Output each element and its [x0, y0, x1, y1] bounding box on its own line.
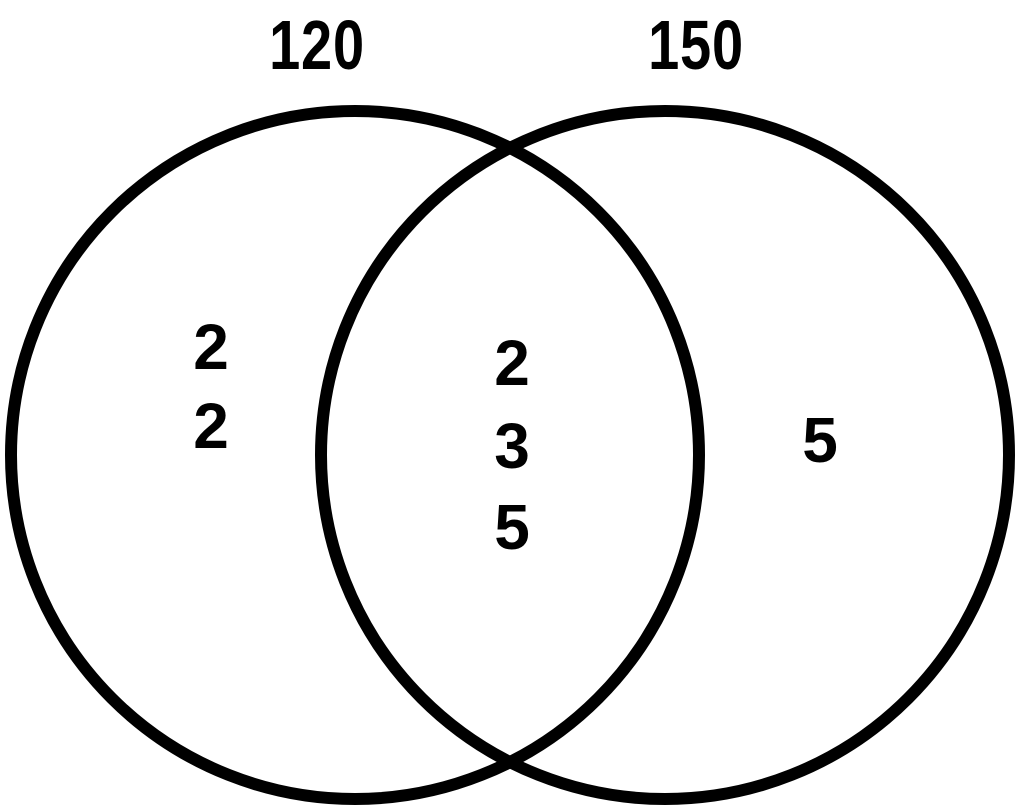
- shared-factor: 3: [494, 410, 530, 482]
- left-only-factor: 2: [193, 311, 229, 383]
- right-only-factor: 5: [802, 404, 838, 476]
- right-set-label: 150: [648, 6, 744, 84]
- right-circle: [315, 105, 1015, 805]
- left-only-factor: 2: [193, 390, 229, 462]
- left-set-label: 120: [269, 6, 365, 84]
- shared-factor: 5: [494, 491, 530, 563]
- shared-factor: 2: [494, 327, 530, 399]
- left-circle: [5, 105, 705, 805]
